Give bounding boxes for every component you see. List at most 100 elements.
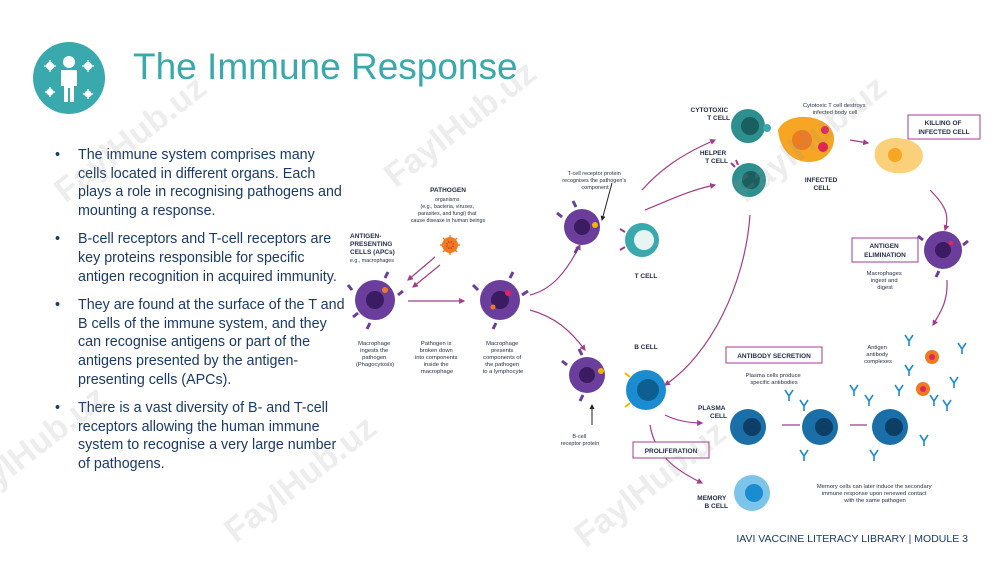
apc-title-line: ANTIGEN- [350,233,381,240]
cytotoxic-t-cell-icon [731,109,771,143]
antigen-antibody-complexes-icon [894,334,967,411]
memory-cell-label: MEMORY B CELL [697,495,728,510]
step3-caption: Macrophage presents components of the pa… [483,341,524,375]
bullet-dot: • [55,147,61,163]
cytotoxic-label: CYTOTOXIC T CELL [691,107,731,122]
bullet-list: • The immune system comprises many cells … [55,146,345,484]
footer-text: IAVI VACCINE LITERACY LIBRARY | MODULE 3 [736,533,968,545]
bullet-dot: • [55,297,61,314]
step3-line: to a lymphocyte [483,369,524,375]
helper-label: HELPER T CELL [700,150,728,165]
step3-line: Macrophage [486,341,518,347]
macro-note-line: Macrophages [867,271,902,277]
macrophage-4-icon [561,348,605,402]
bullet-dot: • [55,400,61,417]
pathogen-title: PATHOGEN [430,187,466,194]
cytotoxic-line: CYTOTOXIC [691,107,729,114]
step3-line: presents [491,348,513,354]
pathogen-desc: organisms (e.g., bacteria, viruses, para… [411,197,486,224]
infected-line: CELL [814,185,831,192]
step2-line: broken down [420,348,453,354]
pathogen-desc-line: cause disease in human beings [411,218,486,224]
cyto-note: Cytotoxic T cell destroys infected body … [803,103,867,116]
bullet-text: They are found at the surface of the T a… [78,297,345,388]
pathogen-icon [440,235,460,255]
bullet-text: The immune system comprises many cells l… [78,147,342,219]
memory-note-line: immune response upon renewed contact [822,491,927,497]
elimination-line: ANTIGEN [869,243,899,250]
bullet-dot: • [55,231,61,248]
pathogen-desc-line: organisms [435,197,460,203]
plasma-note-line: specific antibodies [750,380,797,386]
plasma-cell-line: CELL [710,413,727,420]
bullet-item: • The immune system comprises many cells … [55,146,345,220]
complex-note: Antigen antibody complexes [864,345,892,365]
tcr-note: T-cell receptor protein recognises the p… [562,171,628,191]
cyto-note-line: infected body cell [813,110,858,116]
killing-label: KILLING OF INFECTED CELL [918,120,969,136]
infected-line: INFECTED [805,177,838,184]
plasma-cell-icon [872,409,908,445]
step2-line: into components [415,355,458,361]
antibody-icons [784,384,939,461]
killed-cell-icon [874,138,923,174]
proliferation-box [632,441,710,459]
memory-note-line: Memory cells can later induce the second… [817,484,932,490]
plasma-cell-icon [730,409,766,445]
tcr-note-line: recognises the pathogen's [562,178,626,184]
b-cell-label: B CELL [634,344,658,351]
proliferation-label: PROLIFERATION [645,448,698,455]
step1-line: pathogen [362,355,386,361]
killing-line: INFECTED CELL [918,129,969,136]
complex-note-line: antibody [866,352,888,358]
complex-note-line: complexes [864,359,892,365]
step2-caption: Pathogen is broken down into components … [415,341,459,375]
macrophage-2-icon [471,271,529,330]
helper-line: HELPER [700,150,727,157]
bullet-item: • There is a vast diversity of B- and T-c… [55,399,345,473]
antibody-secretion-box [725,346,823,364]
macrophage-5-icon [917,231,969,278]
infected-label: INFECTED CELL [805,177,839,192]
bullet-text: There is a vast diversity of B- and T-ce… [78,400,337,472]
memory-note-line: with the same pathogen [843,498,906,504]
plasma-cell-line: PLASMA [698,405,726,412]
pathogen-desc-line: (e.g., bacteria, viruses, [420,204,474,210]
logo-badge [33,42,105,114]
bcr-note-line: B-cell [572,434,586,440]
step1-caption: Macrophage ingests the pathogen (Phagocy… [356,341,394,368]
memory-note: Memory cells can later induce the second… [817,484,933,504]
plasma-note-line: Plasma cells produce [746,373,801,379]
complex-note-line: Antigen [867,345,887,351]
apc-example: e.g., macrophages [350,258,394,264]
bullet-text: B-cell receptors and T-cell receptors ar… [78,231,337,285]
t-cell-icon [619,223,659,257]
immune-response-diagram: PATHOGEN organisms (e.g., bacteria, viru… [346,103,981,511]
plasma-note: Plasma cells produce specific antibodies [746,373,803,386]
memory-cell-line: MEMORY [697,495,727,502]
step2-line: macrophage [421,369,453,375]
page-title: The Immune Response [133,46,518,87]
infected-cell-icon [778,116,835,162]
plasma-cell-label: PLASMA CELL [698,405,727,420]
bullet-item: • B-cell receptors and T-cell receptors a… [55,230,345,286]
cyto-note-line: Cytotoxic T cell destroys [803,103,866,109]
macrophage-1-icon [346,271,404,330]
helper-line: T CELL [705,158,728,165]
killing-box [907,114,981,140]
step3-line: components of [483,355,521,361]
flow-arrows [407,139,950,484]
helper-t-cell-icon [730,159,766,197]
bcr-note-line: receptor protein [561,441,600,447]
tcr-note-line: component [581,185,609,191]
elimination-line: ELIMINATION [864,252,906,259]
apc-title-line: CELLS (APCs) [350,249,395,256]
macro-note-line: ingest and [871,278,898,284]
t-cell-label: T CELL [635,273,658,280]
step2-line: Pathogen is [421,341,452,347]
step1-line: ingests the [360,348,388,354]
macrophage-3-icon [556,200,600,254]
antibody-secretion-label: ANTIBODY SECRETION [737,353,811,360]
plasma-cell-icon [802,409,838,445]
macro-note-line: digest [877,285,893,291]
